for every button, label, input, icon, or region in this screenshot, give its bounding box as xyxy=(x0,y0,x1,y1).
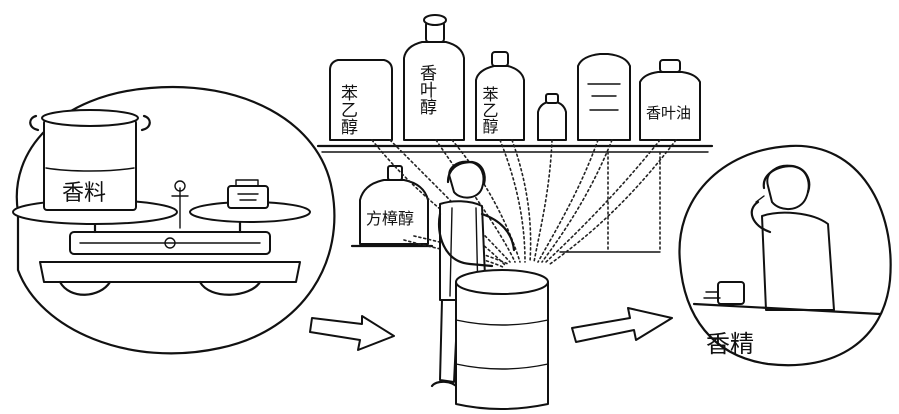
bottle-3-label: 苯乙醇 xyxy=(480,86,499,134)
bottle-1-label: 苯乙醇 xyxy=(337,84,358,135)
spice-pot-label: 香料 xyxy=(62,181,106,206)
mixing-drum xyxy=(456,270,548,409)
lower-jar-label: 方樟醇 xyxy=(366,209,414,228)
weight-block xyxy=(228,180,268,208)
lower-jar: 方樟醇 xyxy=(352,166,432,246)
bottle-1: 苯乙醇 xyxy=(330,60,392,140)
product-label: 香精 xyxy=(706,330,754,358)
tester-person xyxy=(752,166,834,310)
bottle-2-label: 香叶醇 xyxy=(416,64,437,115)
bottle-6: 香叶油 xyxy=(640,60,700,140)
arrow-left xyxy=(310,316,394,350)
bottle-2: 香叶醇 xyxy=(404,15,464,140)
spice-pot: 香料 xyxy=(30,110,150,210)
bottle-6-label: 香叶油 xyxy=(646,104,691,122)
bottle-4 xyxy=(538,94,566,140)
arrow-right xyxy=(572,308,672,342)
bottle-5 xyxy=(578,54,630,140)
bottle-3: 苯乙醇 xyxy=(476,52,524,140)
